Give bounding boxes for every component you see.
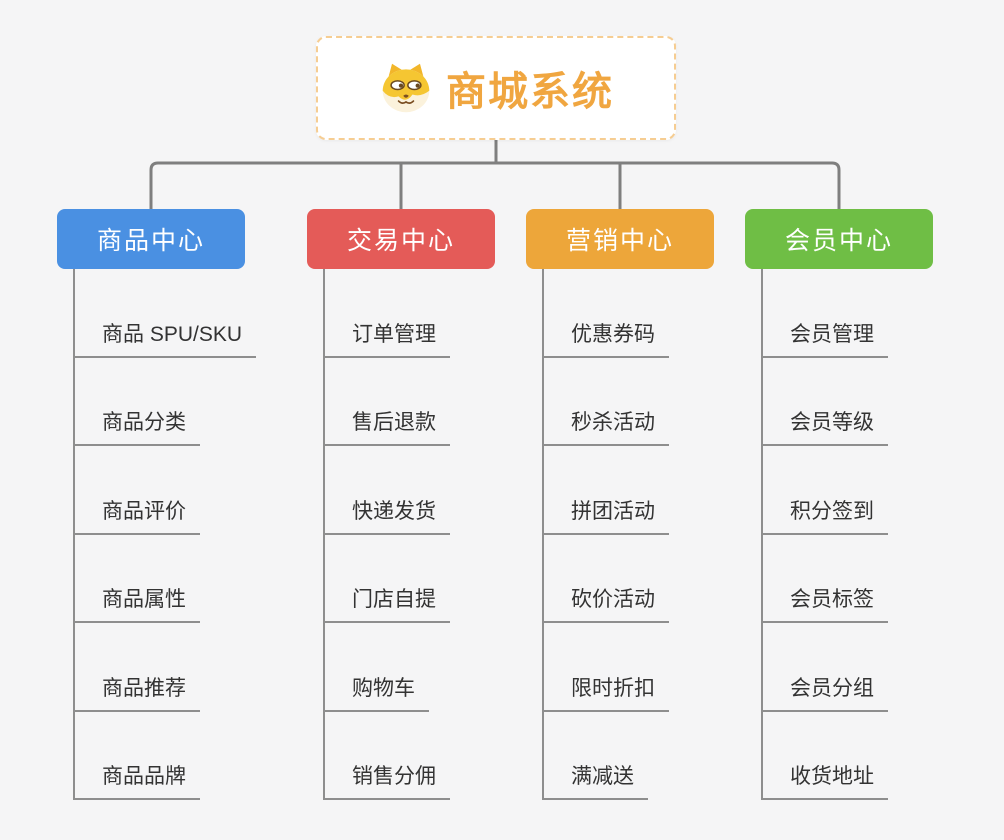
shiba-dog-icon [378, 61, 434, 115]
leaf-label[interactable]: 快递发货 [325, 495, 450, 535]
leaf-label[interactable]: 商品评价 [75, 495, 200, 535]
branch-column: 会员中心 会员管理会员等级积分签到会员标签会员分组收货地址 [745, 209, 933, 800]
branch-leaves: 订单管理售后退款快递发货门店自提购物车销售分佣 [323, 269, 495, 800]
leaf-label[interactable]: 收货地址 [763, 760, 888, 800]
leaf-node: 商品属性 [75, 535, 245, 623]
leaf-label[interactable]: 砍价活动 [544, 583, 669, 623]
leaf-label[interactable]: 会员管理 [763, 318, 888, 358]
branch-header-0[interactable]: 商品中心 [57, 209, 245, 269]
leaf-node: 满减送 [544, 712, 714, 800]
leaf-label[interactable]: 购物车 [325, 672, 429, 712]
leaf-label[interactable]: 限时折扣 [544, 672, 669, 712]
leaf-node: 购物车 [325, 623, 495, 712]
leaf-node: 会员标签 [763, 535, 933, 623]
leaf-node: 会员等级 [763, 358, 933, 446]
leaf-node: 商品 SPU/SKU [75, 269, 257, 358]
leaf-label[interactable]: 秒杀活动 [544, 406, 669, 446]
branch-header-1[interactable]: 交易中心 [307, 209, 495, 269]
leaf-node: 会员分组 [763, 623, 933, 712]
leaf-node: 优惠券码 [544, 269, 714, 358]
leaf-label[interactable]: 门店自提 [325, 583, 450, 623]
leaf-node: 会员管理 [763, 269, 933, 358]
leaf-label[interactable]: 商品推荐 [75, 672, 200, 712]
leaf-node: 订单管理 [325, 269, 495, 358]
branch-column: 营销中心 优惠券码秒杀活动拼团活动砍价活动限时折扣满减送 [526, 209, 714, 800]
leaf-node: 商品品牌 [75, 712, 245, 800]
leaf-label[interactable]: 满减送 [544, 760, 648, 800]
branch-leaves: 优惠券码秒杀活动拼团活动砍价活动限时折扣满减送 [542, 269, 714, 800]
leaf-label[interactable]: 商品品牌 [75, 760, 200, 800]
leaf-node: 商品分类 [75, 358, 245, 446]
branch-label: 营销中心 [565, 227, 674, 255]
leaf-label[interactable]: 积分签到 [763, 495, 888, 535]
root-title: 商城系统 [446, 70, 614, 114]
branch-column: 商品中心 商品 SPU/SKU 商品分类商品评价商品属性商品推荐商品品牌 [57, 209, 257, 800]
leaf-node: 商品评价 [75, 446, 245, 535]
leaf-label[interactable]: 优惠券码 [544, 318, 669, 358]
leaf-node: 收货地址 [763, 712, 933, 800]
leaf-label[interactable]: 会员等级 [763, 406, 888, 446]
branch-column: 交易中心 订单管理售后退款快递发货门店自提购物车销售分佣 [307, 209, 495, 800]
leaf-node: 门店自提 [325, 535, 495, 623]
leaf-node: 快递发货 [325, 446, 495, 535]
branch-leaves: 商品 SPU/SKU 商品分类商品评价商品属性商品推荐商品品牌 [73, 269, 257, 800]
leaf-label[interactable]: 订单管理 [325, 318, 450, 358]
leaf-label[interactable]: 销售分佣 [325, 760, 450, 800]
leaf-node: 拼团活动 [544, 446, 714, 535]
leaf-node: 商品推荐 [75, 623, 245, 712]
leaf-node: 秒杀活动 [544, 358, 714, 446]
leaf-label[interactable]: 拼团活动 [544, 495, 669, 535]
branch-label: 商品中心 [96, 227, 205, 255]
leaf-node: 积分签到 [763, 446, 933, 535]
branch-header-2[interactable]: 营销中心 [526, 209, 714, 269]
leaf-label[interactable]: 商品 SPU/SKU [75, 318, 257, 358]
leaf-label[interactable]: 会员分组 [763, 672, 888, 712]
leaf-node: 销售分佣 [325, 712, 495, 800]
leaf-label[interactable]: 商品分类 [75, 406, 200, 446]
root-node[interactable]: 商城系统 [316, 36, 676, 140]
branch-header-3[interactable]: 会员中心 [745, 209, 933, 269]
leaf-label[interactable]: 商品属性 [75, 583, 200, 623]
branch-leaves: 会员管理会员等级积分签到会员标签会员分组收货地址 [761, 269, 933, 800]
branch-label: 会员中心 [784, 227, 893, 255]
leaf-node: 售后退款 [325, 358, 495, 446]
leaf-node: 限时折扣 [544, 623, 714, 712]
leaf-label[interactable]: 会员标签 [763, 583, 888, 623]
branch-label: 交易中心 [346, 227, 455, 255]
leaf-node: 砍价活动 [544, 535, 714, 623]
leaf-label[interactable]: 售后退款 [325, 406, 450, 446]
